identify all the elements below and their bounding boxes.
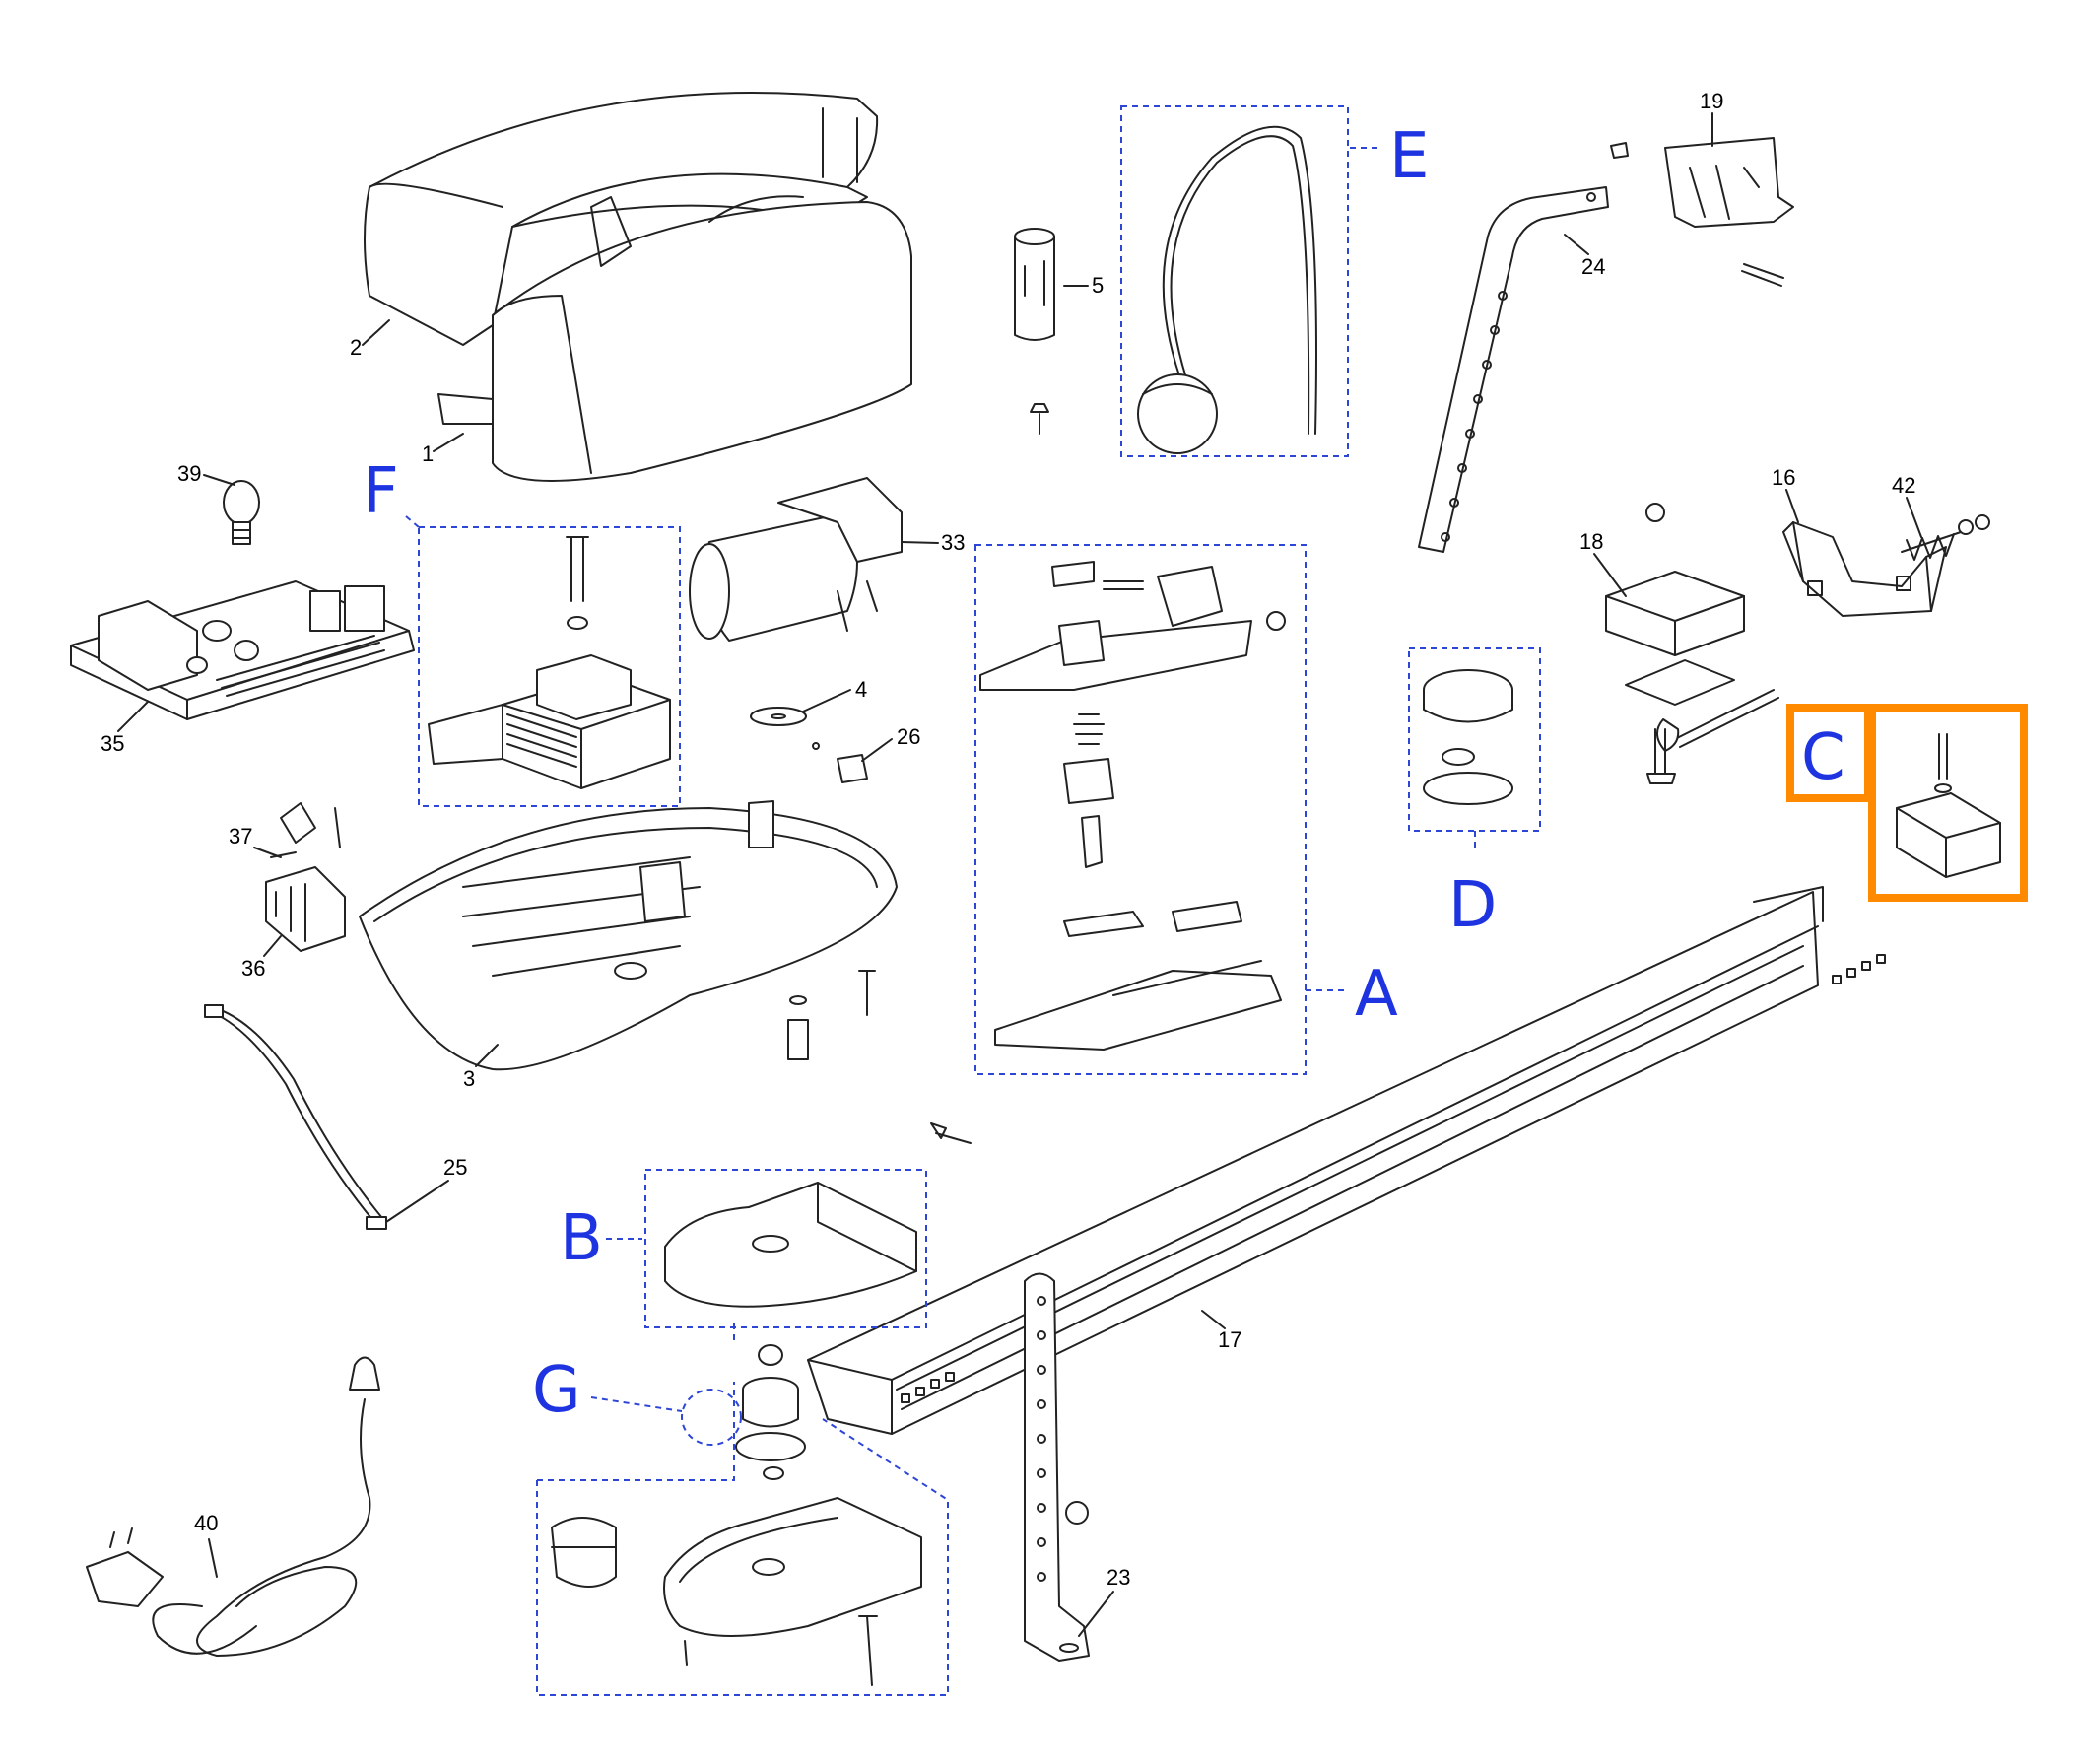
group-label-A: A [1355, 958, 1398, 1031]
part-label-1: 1 [422, 441, 434, 466]
part-label-5: 5 [1092, 273, 1104, 298]
part-leader-lines [117, 112, 1922, 1637]
group-label-B: B [560, 1202, 603, 1275]
part-label-23: 23 [1107, 1565, 1130, 1590]
group-label-D: D [1448, 869, 1497, 942]
part-39-bulb [223, 480, 260, 545]
part-40-power-cord [86, 1356, 380, 1657]
part-3-base [359, 800, 898, 1071]
part-23-hanger [1024, 1272, 1090, 1662]
part-number-labels: 2 1 5 19 24 16 42 18 39 33 4 26 35 37 36… [101, 89, 1915, 1590]
group-label-C: C [1801, 721, 1845, 794]
part-5-coupling [1014, 228, 1055, 435]
loose-bolts [1646, 689, 1779, 784]
part-35-control-board [70, 580, 415, 720]
part-label-36: 36 [241, 956, 265, 981]
part-36-terminal-block [265, 866, 346, 952]
part-label-40: 40 [194, 1511, 218, 1535]
part-26-small-block [812, 742, 868, 783]
group-letter-labels: E F A D C B G [363, 120, 1845, 1427]
group-C-bracket-kit [1786, 704, 2028, 902]
group-A-trolley [974, 544, 1307, 1075]
part-label-24: 24 [1581, 254, 1605, 279]
part-label-18: 18 [1579, 529, 1603, 554]
part-label-17: 17 [1218, 1327, 1241, 1352]
part-18-plate [1605, 503, 1745, 706]
base-screws [787, 970, 972, 1144]
part-label-42: 42 [1892, 473, 1915, 498]
group-F-transformer [418, 526, 681, 807]
part-label-37: 37 [229, 824, 252, 848]
part-33-motor [689, 477, 903, 642]
part-label-33: 33 [941, 530, 965, 555]
part-4-washer [750, 707, 807, 726]
group-E-release-cord [1120, 105, 1349, 457]
part-label-16: 16 [1772, 465, 1795, 490]
part-label-26: 26 [897, 724, 920, 749]
part-17-rail [807, 886, 1886, 1435]
part-37-fuse-holder [270, 802, 341, 858]
part-2-top-cover [364, 92, 879, 346]
part-25-cable [204, 1004, 387, 1230]
group-label-E: E [1389, 120, 1429, 193]
lower-housing-kit [536, 1418, 949, 1696]
part-label-35: 35 [101, 731, 124, 756]
part-label-25: 25 [443, 1155, 467, 1180]
part-24-arm [1418, 186, 1609, 553]
group-label-F: F [363, 455, 399, 528]
part-label-2: 2 [350, 335, 362, 360]
group-D-pulleys [1408, 647, 1541, 832]
part-label-39: 39 [177, 461, 201, 486]
group-G-sprocket [537, 1321, 806, 1481]
part-19-wall-bracket [1610, 137, 1794, 287]
part-label-3: 3 [463, 1066, 475, 1091]
part-16-bracket [1782, 521, 1947, 617]
group-B-cover [644, 1169, 927, 1328]
part-label-4: 4 [855, 677, 867, 702]
group-label-G: G [532, 1354, 581, 1427]
part-42-spring-bolt [1901, 514, 1990, 561]
part-1-motor-cover [437, 195, 912, 482]
part-label-19: 19 [1700, 89, 1723, 113]
